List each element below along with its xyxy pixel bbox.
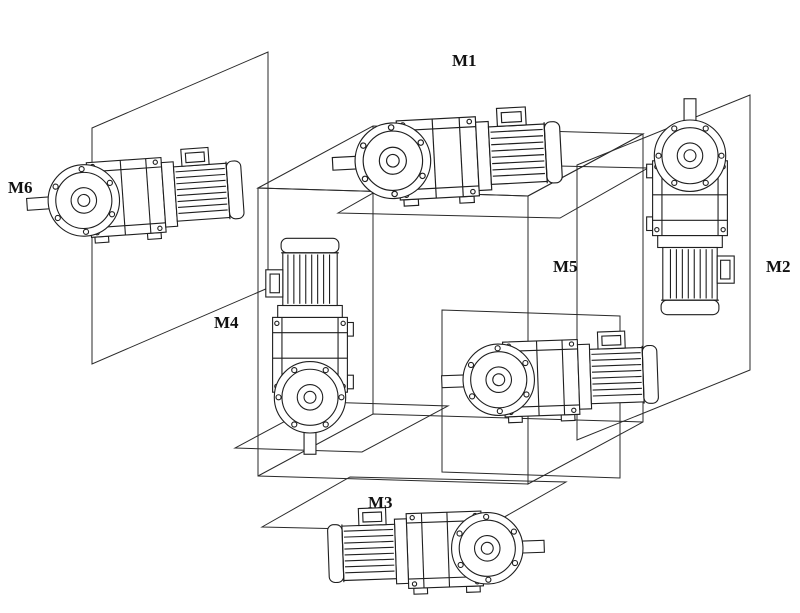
orientation-cube [256,125,645,485]
label-m2: M2 [766,257,791,276]
label-m3: M3 [368,493,393,512]
label-m4: M4 [214,313,239,332]
gearmotor-m1 [329,104,564,211]
label-m6: M6 [8,178,33,197]
gearmotor-m6 [23,144,246,249]
label-m1: M1 [452,51,477,70]
label-m5: M5 [553,257,578,276]
gearmotor-m4 [265,237,354,455]
gearmotor-m3 [326,501,547,598]
gearmotor-m5 [439,329,660,426]
mounting-plane-m5 [441,309,621,479]
